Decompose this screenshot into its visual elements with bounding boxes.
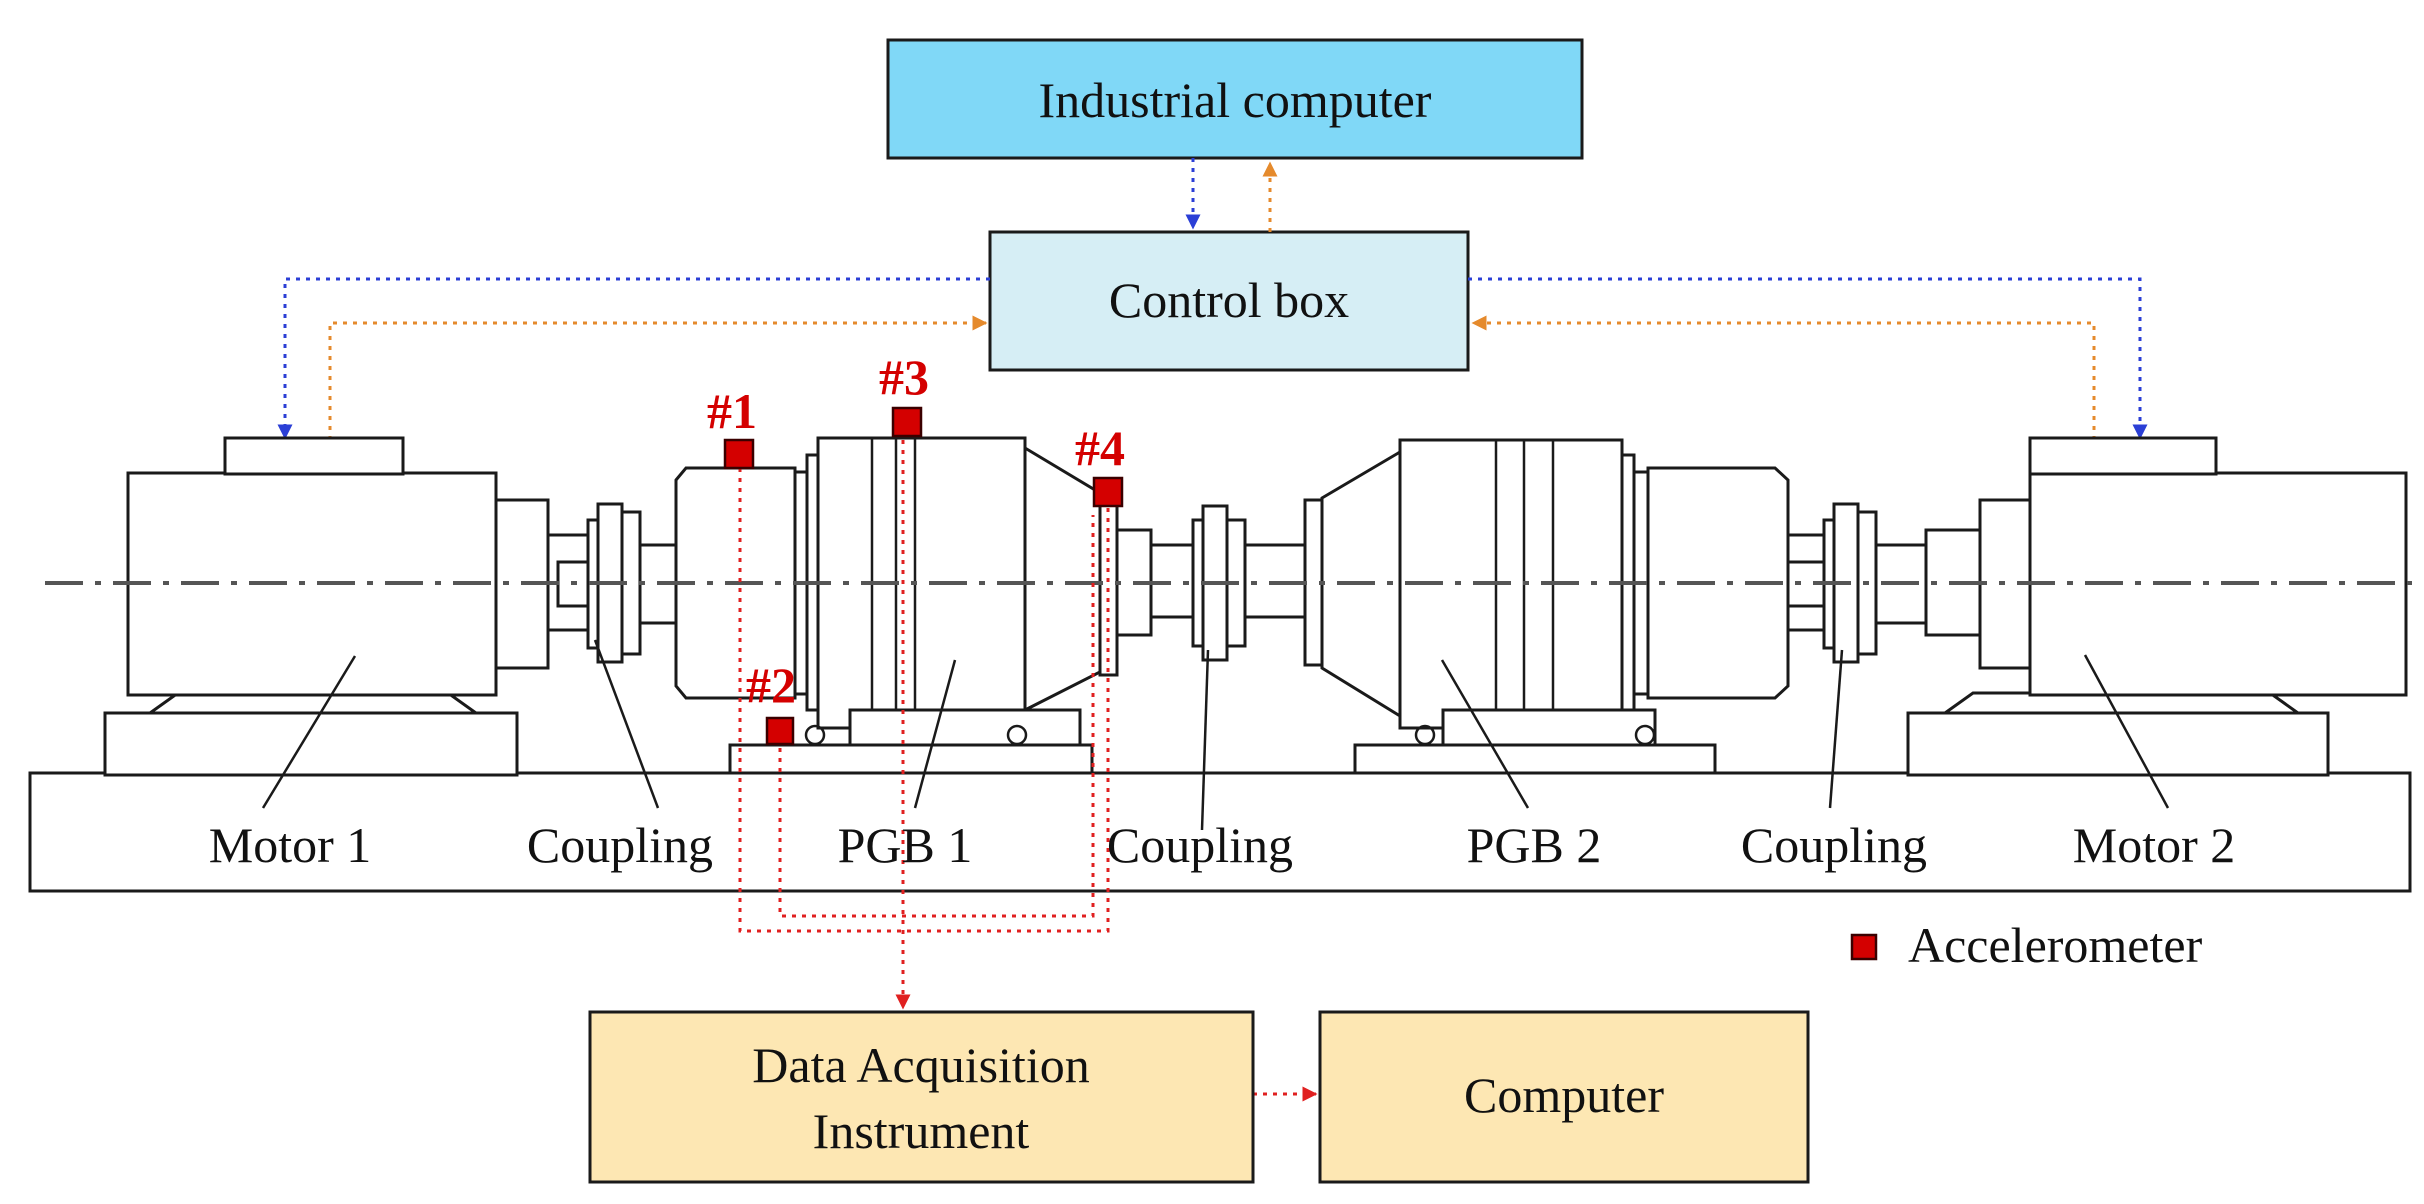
motor-1-label: Motor 1	[209, 817, 372, 873]
legend-accelerometer-label: Accelerometer	[1908, 917, 2203, 973]
motor-1	[103, 436, 605, 777]
pgb-2	[1303, 438, 1842, 775]
feedback-signal-lines	[328, 161, 2096, 440]
computer-box: Computer	[1318, 1010, 1810, 1184]
pgb-1	[674, 436, 1153, 775]
component-labels: Motor 1 Coupling PGB 1 Coupling PGB 2 Co…	[209, 817, 2236, 873]
control-box: Control box	[988, 230, 1470, 372]
accelerometer-2-label: #2	[746, 657, 796, 713]
pgb-1-label: PGB 1	[838, 817, 973, 873]
feedback-signal-line	[1471, 315, 2096, 440]
control-signal-line	[277, 277, 990, 440]
control-box-label: Control box	[1109, 272, 1349, 328]
legend-accelerometer-marker	[1850, 933, 1878, 961]
coupling-2-label: Coupling	[1107, 817, 1293, 873]
accelerometer-4-marker	[1092, 476, 1124, 508]
accelerometer-2-marker	[765, 716, 795, 746]
accelerometers: #1 #2 #3 #4	[707, 349, 1125, 746]
sensor-signal-line	[738, 468, 1110, 933]
base-plate	[28, 771, 2412, 893]
sensor-signal-lines	[738, 440, 1318, 1102]
daq-label-line-2: Instrument	[813, 1103, 1030, 1159]
coupling-1-label: Coupling	[527, 817, 713, 873]
control-signal-line	[1468, 277, 2148, 440]
label-leader-lines	[261, 639, 2170, 831]
data-acquisition-instrument-box: Data Acquisition Instrument	[588, 1010, 1255, 1184]
computer-label: Computer	[1464, 1067, 1664, 1123]
daq-label-line-1: Data Acquisition	[752, 1037, 1089, 1093]
motor-2	[1906, 436, 2408, 777]
industrial-computer-label: Industrial computer	[1039, 72, 1432, 128]
control-signal-lines	[277, 158, 2148, 440]
motor-2-label: Motor 2	[2073, 817, 2236, 873]
accelerometer-3-marker	[891, 406, 923, 438]
industrial-computer-box: Industrial computer	[886, 38, 1584, 160]
accelerometer-3-label: #3	[879, 349, 929, 405]
legend: Accelerometer	[1850, 917, 2203, 973]
accelerometer-1-label: #1	[707, 383, 757, 439]
sensor-signal-line	[778, 515, 1095, 918]
pgb-2-label: PGB 2	[1467, 817, 1602, 873]
accelerometer-4-label: #4	[1075, 420, 1125, 476]
coupling-3-label: Coupling	[1741, 817, 1927, 873]
accelerometer-1-marker	[723, 438, 755, 470]
